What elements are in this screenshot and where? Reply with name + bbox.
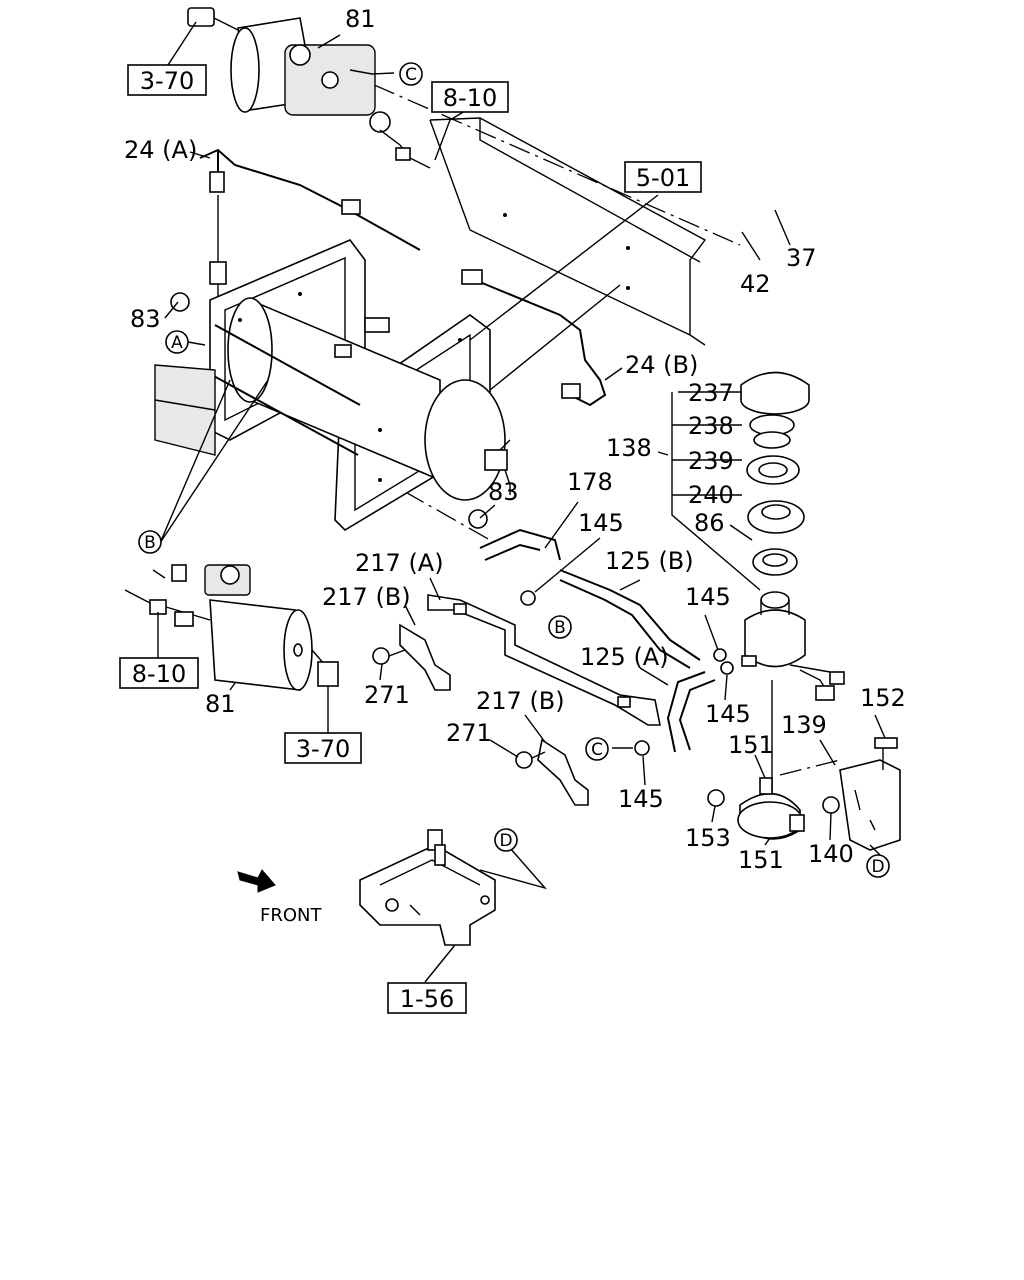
ref-box-3-70-top[interactable]: 3-70 [127, 64, 207, 96]
part-label-271-a: 271 [364, 681, 410, 709]
part-label-37: 37 [786, 244, 817, 272]
part-label-239: 239 [688, 447, 734, 475]
frame-rail [429, 117, 707, 346]
ref-text: 8-10 [132, 660, 186, 688]
part-label-153: 153 [685, 824, 731, 852]
ref-box-8-10-top[interactable]: 8-10 [431, 81, 509, 113]
front-arrow-icon [237, 869, 276, 893]
marker-text: A [171, 333, 183, 353]
hose-and-brackets [372, 528, 734, 806]
part-label-217b-a: 217 (B) [322, 583, 411, 611]
strap-bracket [707, 737, 901, 851]
part-label-240: 240 [688, 481, 734, 509]
ref-box-5-01[interactable]: 5-01 [624, 161, 702, 193]
marker-text: C [591, 740, 603, 760]
part-label-83-mid: 83 [488, 478, 519, 506]
part-label-217a: 217 (A) [355, 549, 444, 577]
marker-text: D [871, 857, 884, 877]
part-label-125b: 125 (B) [605, 547, 694, 575]
part-label-237: 237 [688, 379, 734, 407]
ref-box-3-70-bottom[interactable]: 3-70 [284, 732, 362, 764]
marker-text: B [144, 533, 156, 553]
marker-text: B [554, 618, 566, 638]
leader-lines [152, 21, 886, 983]
ref-text: 3-70 [296, 735, 350, 763]
part-label-145-d: 145 [618, 785, 664, 813]
part-label-83-left: 83 [130, 305, 161, 333]
bracket-1-56 [359, 829, 496, 946]
part-label-151-a: 151 [728, 731, 774, 759]
pipe-24b [461, 269, 621, 407]
circle-marker-c-mid: C [585, 737, 609, 761]
part-label-81-top: 81 [345, 5, 376, 33]
part-label-81-bottom: 81 [205, 690, 236, 718]
circle-marker-c-top: C [399, 62, 423, 86]
ref-text: 8-10 [443, 84, 497, 112]
part-label-139: 139 [781, 711, 827, 739]
part-label-145-b: 145 [685, 583, 731, 611]
circle-marker-d-mid: D [494, 828, 518, 852]
part-label-42: 42 [740, 270, 771, 298]
part-label-125a: 125 (A) [580, 643, 669, 671]
part-label-145-c: 145 [705, 700, 751, 728]
part-label-140: 140 [808, 840, 854, 868]
marker-text: C [405, 65, 417, 85]
circle-marker-d-right: D [866, 854, 890, 878]
part-label-271-b: 271 [446, 719, 492, 747]
circle-marker-a: A [165, 330, 189, 354]
valve-81-top [187, 7, 431, 169]
ref-text: 3-70 [140, 67, 194, 95]
marker-text: D [499, 831, 512, 851]
part-label-145-a: 145 [578, 509, 624, 537]
part-label-152: 152 [860, 684, 906, 712]
air-tank-assembly [154, 239, 511, 532]
part-label-151-b: 151 [738, 846, 784, 874]
part-label-217b-b: 217 (B) [476, 687, 565, 715]
part-label-86: 86 [694, 509, 725, 537]
ref-box-1-56[interactable]: 1-56 [387, 982, 467, 1014]
front-label: FRONT [260, 905, 322, 926]
ref-text: 5-01 [636, 164, 690, 192]
circle-marker-b-mid: B [548, 615, 572, 639]
part-label-24a: 24 (A) [124, 136, 197, 164]
part-label-238: 238 [688, 412, 734, 440]
ref-text: 1-56 [400, 985, 454, 1013]
circle-marker-b-left: B [138, 530, 162, 554]
pipe-24a [199, 148, 421, 305]
part-label-178: 178 [567, 468, 613, 496]
part-label-24b: 24 (B) [625, 351, 698, 379]
part-label-138: 138 [606, 434, 652, 462]
valve-81-bottom [124, 564, 339, 735]
ref-box-8-10-bottom[interactable]: 8-10 [119, 657, 199, 689]
